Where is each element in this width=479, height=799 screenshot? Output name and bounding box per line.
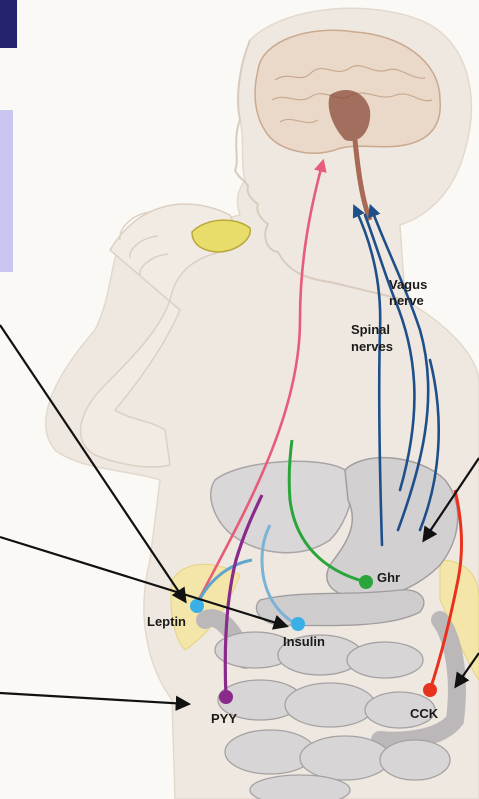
ghrelin-dot — [359, 575, 373, 589]
leptin-dot — [190, 599, 204, 613]
insulin-label: Insulin — [283, 634, 325, 649]
leptin-label: Leptin — [147, 614, 186, 629]
cck-label: CCK — [410, 706, 439, 721]
pyy-dot — [219, 690, 233, 704]
slide-side-block — [0, 110, 13, 272]
vagus-label-line1: Vagus — [389, 277, 427, 292]
ghrelin-label: Ghr — [377, 570, 400, 585]
vagus-label-line2: nerve — [389, 293, 424, 308]
pyy-label: PYY — [211, 711, 237, 726]
insulin-dot — [291, 617, 305, 631]
cck-dot — [423, 683, 437, 697]
pointer-arrow-pyy — [0, 693, 188, 704]
spinal-label-line1: Spinal — [351, 322, 390, 337]
slide-corner-block — [0, 0, 17, 48]
spinal-label-line2: nerves — [351, 339, 393, 354]
